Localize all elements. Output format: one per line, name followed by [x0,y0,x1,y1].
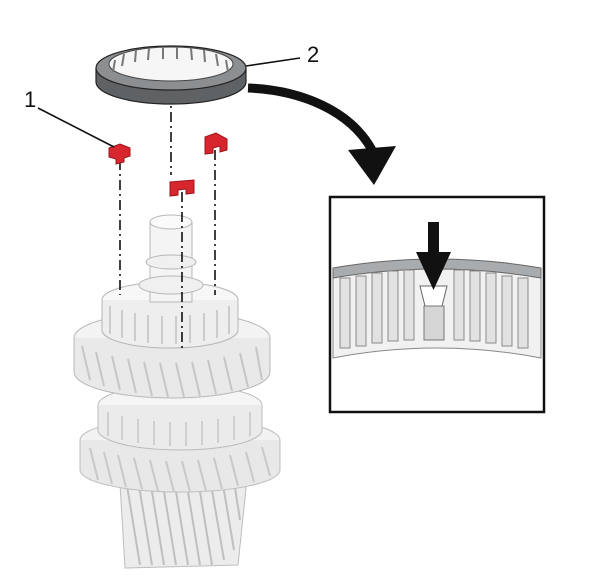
detail-key-groove [419,285,448,341]
callout-label-1: 1 [24,87,36,112]
detail-pointer-arrow [247,83,396,185]
sliding-sleeve [95,45,247,105]
detail-sleeve-teeth [332,258,542,359]
main-shaft [138,214,204,303]
gear-stack [73,214,281,569]
detail-view [328,195,546,414]
key-center [169,179,195,197]
down-arrow-icon [416,222,451,290]
callout-leaders [37,57,301,148]
alignment-lines [119,72,216,350]
key-right [204,132,228,155]
key-left [108,143,131,165]
callout-label-2: 2 [307,42,319,67]
